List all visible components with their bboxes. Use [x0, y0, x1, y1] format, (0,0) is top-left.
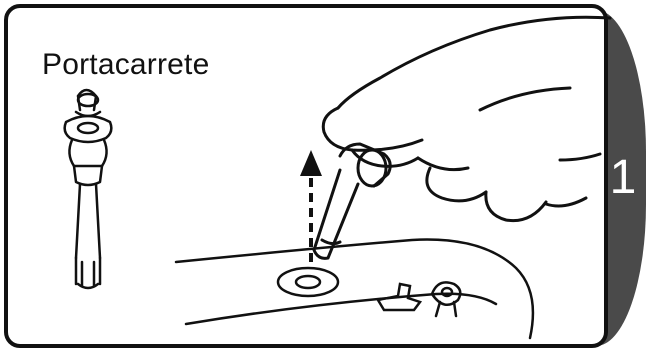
hand-icon	[314, 17, 610, 258]
arrow-up-dashed-icon	[300, 150, 322, 262]
spool-pin-icon	[65, 90, 112, 288]
machine-surface	[176, 240, 533, 338]
